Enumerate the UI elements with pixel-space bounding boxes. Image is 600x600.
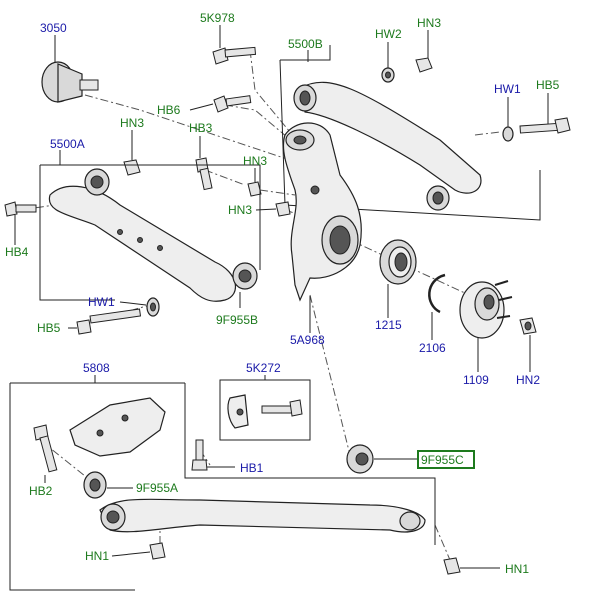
label-HB5-right: HB5 [536, 78, 560, 92]
label-HB4: HB4 [5, 245, 29, 259]
label-9F955B: 9F955B [216, 313, 258, 327]
label-1215: 1215 [375, 318, 402, 332]
label-5808: 5808 [83, 361, 110, 375]
bushing-9F955A-part [83, 471, 133, 499]
knuckle-5A968-part [282, 122, 362, 333]
label-9F955C: 9F955C [421, 453, 464, 467]
hn3-nut-top-part [415, 30, 433, 73]
label-HN3-mid2: HN3 [228, 203, 252, 217]
label-5K272: 5K272 [246, 361, 281, 375]
hn1-nut-left-part [111, 542, 166, 560]
bearing-1215-part [379, 239, 417, 318]
bracket-5K272-part [219, 375, 311, 441]
label-3050: 3050 [40, 21, 67, 35]
bushing-9F955C-part [346, 444, 418, 474]
label-HW1-right: HW1 [494, 82, 521, 96]
label-HN1-left: HN1 [85, 549, 109, 563]
hb4-bolt-part [4, 201, 37, 245]
hn3-nut-mid2-part [255, 201, 291, 217]
label-HB1: HB1 [240, 461, 264, 475]
hn3-nut-left-part [123, 130, 141, 176]
hb2-bolt-part [33, 424, 58, 483]
hn3-nut-mid-part [247, 168, 262, 197]
label-9F955C-box [417, 450, 475, 469]
label-HN2: HN2 [516, 373, 540, 387]
hb5-bolt-left-part [68, 308, 142, 335]
hub-1109-part [459, 280, 513, 372]
label-5A968: 5A968 [290, 333, 325, 347]
label-HW2: HW2 [375, 27, 402, 41]
lower-arm-5500A-part [39, 150, 261, 302]
label-HN3-mid: HN3 [243, 154, 267, 168]
hb1-bolt-part [191, 439, 235, 471]
label-1109: 1109 [463, 373, 489, 387]
hn1-nut-right-part [443, 557, 500, 575]
upper-arm-5500B-part [279, 45, 541, 221]
hb6-bolt-part [189, 95, 252, 113]
callout-labels: 3050 5K978 5500B HW2 HN3 HW1 HB5 HB6 HB3… [5, 11, 560, 576]
hw1-washer-left-part [119, 297, 160, 317]
label-5500B: 5500B [288, 37, 323, 51]
label-HN3-top: HN3 [417, 16, 441, 30]
trailing-arm-5808-part [9, 375, 436, 591]
hb5-bolt-right-part [519, 93, 571, 134]
bolt-5K978-part [212, 25, 257, 65]
label-9F955A: 9F955A [136, 481, 178, 495]
label-HB6: HB6 [157, 103, 181, 117]
label-HN1-right: HN1 [505, 562, 529, 576]
drive-shaft-joint-part [41, 35, 99, 103]
label-HN3-left: HN3 [120, 116, 144, 130]
label-HW1-left: HW1 [88, 295, 115, 309]
snap-ring-2106-part [428, 273, 446, 340]
label-HB2: HB2 [29, 484, 53, 498]
hb3-bolt-part [195, 136, 213, 191]
hw1-washer-right-part [502, 97, 514, 142]
label-2106: 2106 [419, 341, 446, 355]
label-HB3: HB3 [189, 121, 213, 135]
hn2-nut-part [519, 317, 537, 372]
label-HB5-left: HB5 [37, 321, 61, 335]
hw2-washer-part [381, 42, 395, 83]
label-5K978: 5K978 [200, 11, 235, 25]
label-5500A: 5500A [50, 137, 85, 151]
